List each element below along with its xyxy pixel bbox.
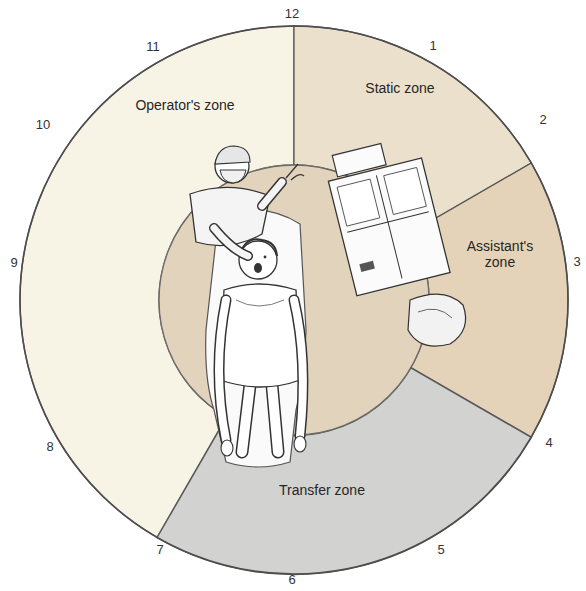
clock-number: 9 [10,256,17,270]
clock-number: 4 [545,436,552,450]
zone-shape [411,163,568,437]
zone-label: Operator's zone [135,97,234,113]
outer-circle [20,26,568,574]
patient-bib [236,300,284,306]
clock-number: 7 [156,543,163,557]
zone-region: Assistant's zone [411,163,568,437]
patient-arm [219,300,226,440]
patient-hand [221,440,233,456]
zone-label: Assistant's zone [455,238,545,270]
dentist-arm [214,228,248,256]
clock-number: 11 [146,40,160,54]
zone-sector [157,368,531,574]
dentist-arm [262,182,282,206]
patient-eye [264,256,267,259]
zone-shape [157,368,531,575]
patient-leg [272,385,278,452]
clock-number: 1 [429,39,436,53]
cart-compartment [384,167,427,214]
zone-label: Transfer zone [279,482,365,498]
clock-number: 6 [288,573,295,587]
patient-hand [294,436,306,452]
zone-region: Operator's zone [20,26,294,537]
cart-divider [336,165,443,288]
patient-mouth [254,263,262,273]
patient-arm [294,300,303,436]
dentist-mask [220,170,246,183]
dentist-arm [262,182,282,206]
dental-chair [206,210,306,467]
patient-leg [242,385,250,452]
zone-region: Static zone [294,26,531,233]
cart-control [359,261,375,272]
stool-fold [418,309,452,318]
zone-region: Transfer zone [157,368,531,575]
dental-instrument [286,164,304,180]
zone-label: Static zone [365,80,434,96]
patient-torso [220,284,300,387]
clock-number: 8 [46,440,53,454]
patient-arm [219,300,226,440]
zone-sector [20,26,294,537]
assistant-stool [408,294,466,346]
zone-shape [294,26,531,233]
dentist-arm [214,228,248,256]
clock-number: 2 [539,113,546,127]
patient-arm [294,300,303,436]
patient-leg [242,385,250,452]
dentist-body [190,187,270,245]
clock-number: 3 [573,255,580,269]
clock-number: 12 [285,7,299,21]
patient-leg [272,385,278,452]
clock-number: 10 [36,118,50,132]
clock-number: 5 [437,543,444,557]
cart-compartment [337,179,380,226]
